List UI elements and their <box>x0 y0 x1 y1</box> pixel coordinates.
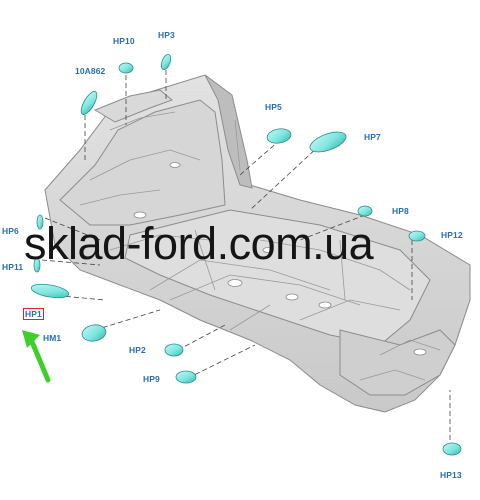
plug-hp5 <box>266 128 292 144</box>
label-hp3: HP3 <box>158 30 175 40</box>
green-arrow-icon <box>22 330 51 383</box>
plug-hp3 <box>160 53 172 71</box>
plugs <box>30 53 462 456</box>
label-hp1: HP1 <box>23 308 44 320</box>
label-hp13: HP13 <box>440 470 462 480</box>
label-hp9: HP9 <box>143 374 160 384</box>
plug-hp12 <box>408 230 426 242</box>
label-10a862: 10A862 <box>75 66 106 76</box>
plug-hp13 <box>442 442 462 456</box>
label-hp8: HP8 <box>392 206 409 216</box>
label-hp5: HP5 <box>265 102 282 112</box>
label-hp10: HP10 <box>113 36 135 46</box>
label-hp2: HP2 <box>129 345 146 355</box>
floor-pan-holes <box>133 162 427 356</box>
label-hm1: HM1 <box>43 333 62 343</box>
watermark: sklad-ford.com.ua <box>24 218 374 269</box>
label-hp7: HP7 <box>364 132 381 142</box>
label-hp11: HP11 <box>2 262 24 272</box>
label-hp12: HP12 <box>441 230 463 240</box>
plug-hp10 <box>118 62 134 74</box>
plug-hp2 <box>164 343 184 357</box>
plug-hp7 <box>309 131 347 153</box>
plug-hp6 <box>36 214 44 230</box>
plug-hm1 <box>81 324 107 342</box>
plug-hp9 <box>175 370 197 384</box>
plug-hp8 <box>357 205 373 217</box>
floor-pan-body <box>44 74 471 413</box>
plug-hp1 <box>30 283 70 299</box>
plug-hp11 <box>33 257 41 273</box>
label-hp6: HP6 <box>2 226 19 236</box>
floor-pan-detail-lines <box>79 111 441 381</box>
plug-10a862 <box>80 91 98 115</box>
